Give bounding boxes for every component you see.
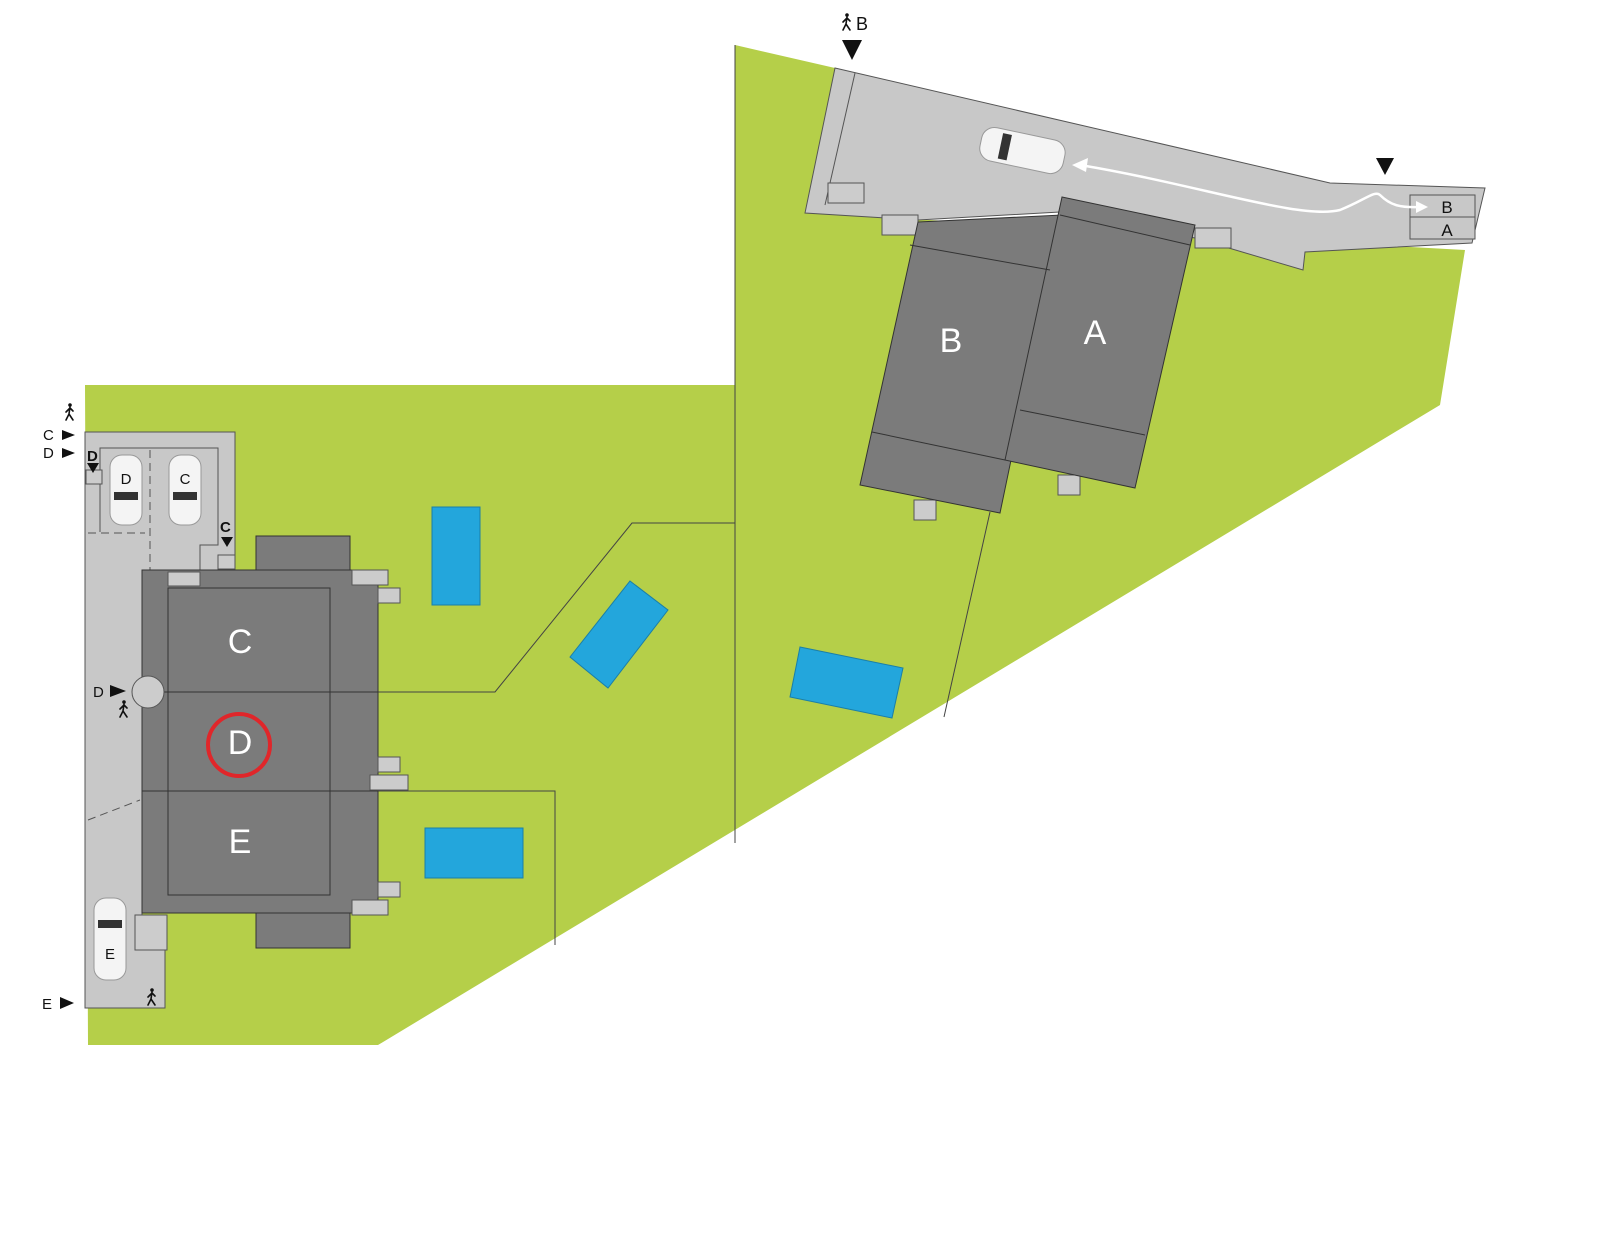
stair-label-d: D <box>87 448 98 465</box>
entrance-label-e: E <box>42 996 52 1013</box>
arrow-right-icon <box>62 430 75 440</box>
pedestrian-icon <box>65 402 74 421</box>
house-label-d: D <box>228 724 253 762</box>
pool <box>789 646 904 719</box>
driveway-top <box>804 67 1486 271</box>
car-e: E <box>93 897 127 981</box>
driveway-arrow <box>1079 163 1421 214</box>
spiral-stair <box>131 675 165 709</box>
highlight-circle <box>206 712 272 778</box>
pool <box>431 506 481 606</box>
entrance-marker-icon <box>842 40 862 60</box>
arrow-right-icon <box>110 685 126 697</box>
entrance-label-d: D <box>43 445 54 462</box>
house-label-c: C <box>228 623 253 661</box>
house-label-b: B <box>940 322 963 360</box>
car-label: E <box>105 946 115 963</box>
house-label-e: E <box>229 823 252 861</box>
pool <box>569 580 669 689</box>
building-ab <box>859 196 1196 514</box>
arrow-down-icon <box>221 537 233 547</box>
parking-label-a: A <box>1441 221 1453 240</box>
pool <box>424 827 524 879</box>
house-label-a: A <box>1084 314 1107 352</box>
stairs <box>85 182 1232 951</box>
car-d: D <box>109 454 143 526</box>
arrow-down-icon <box>87 463 99 473</box>
parking-sign: B A <box>1409 194 1476 240</box>
car-c: C <box>168 454 202 526</box>
entrance-marker-icon <box>1376 158 1394 175</box>
stair-label-c: C <box>220 519 231 536</box>
pools <box>424 506 904 879</box>
entrance-label-b: B <box>856 14 868 34</box>
arrow-right-icon <box>62 448 75 458</box>
pedestrian-icon <box>842 12 851 31</box>
car-ab <box>979 126 1066 175</box>
car-label: C <box>180 471 191 488</box>
building-cde <box>141 535 379 949</box>
parking-label-b: B <box>1441 198 1452 217</box>
arrow-right-icon <box>60 997 74 1009</box>
entrance-label-d-side: D <box>93 684 104 701</box>
car-label: D <box>121 471 132 488</box>
entrance-label-c: C <box>43 427 54 444</box>
